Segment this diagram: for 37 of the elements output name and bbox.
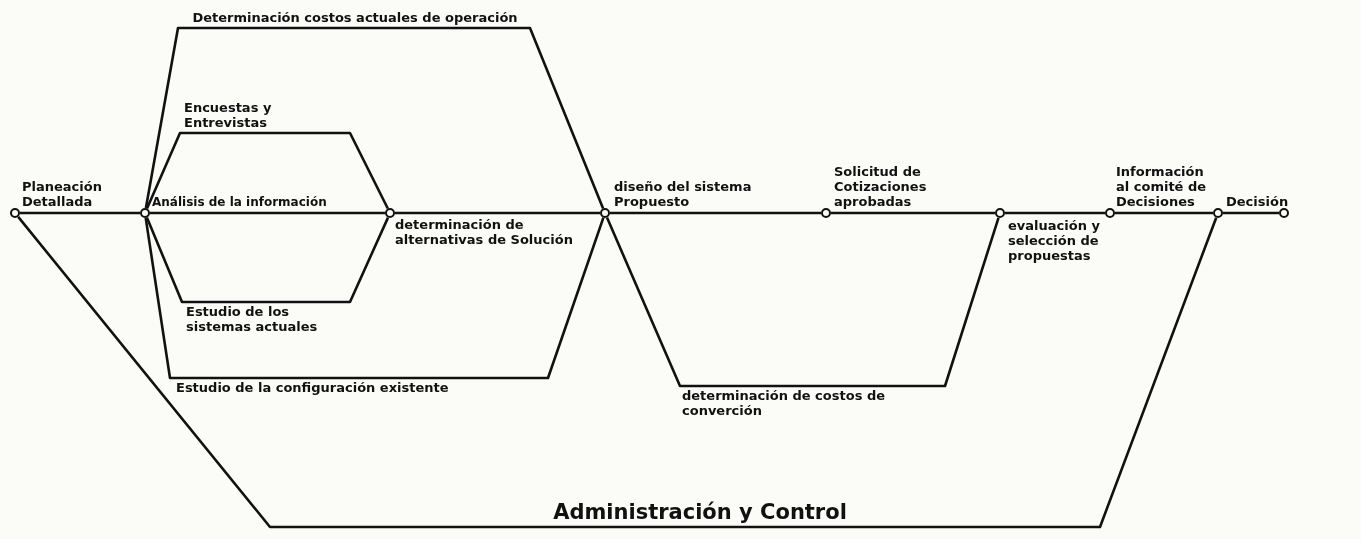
event-circle — [600, 208, 610, 218]
event-circle — [1279, 208, 1289, 218]
activity-line — [150, 211, 385, 215]
activity-line — [831, 211, 995, 215]
activity-label: Estudio de la configuración existente — [176, 381, 450, 396]
activity-label: Análisis de la información — [152, 196, 328, 210]
event-circle — [995, 208, 1005, 218]
activity-label: determinación de alternativas de Solución — [395, 218, 574, 248]
activity-label: diseño del sistema Propuesto — [614, 180, 753, 210]
activity-label: determinación de costos de converción — [682, 389, 887, 419]
activity-label: evaluación y selección de propuestas — [1008, 219, 1101, 264]
activity-label: Solicitud de Cotizaciones aprobadas — [834, 165, 928, 210]
event-circle — [1105, 208, 1115, 218]
activity-line — [395, 211, 600, 215]
activity-line — [1115, 211, 1213, 215]
event-circle — [1213, 208, 1223, 218]
activity-line — [144, 26, 605, 209]
activity-line — [1005, 211, 1105, 215]
event-circle — [385, 208, 395, 218]
activity-label: Determinación costos actuales de operación — [191, 11, 519, 26]
activity-line — [144, 217, 605, 380]
activity-line — [605, 217, 1000, 388]
activity-line — [1223, 211, 1279, 215]
activity-line — [610, 211, 821, 215]
activity-label: Información al comité de Decisiones — [1116, 165, 1208, 210]
event-circle — [10, 208, 20, 218]
activity-line — [145, 217, 390, 304]
activity-label: Encuestas y Entrevistas — [184, 101, 273, 131]
activity-label: Planeación Detallada — [22, 180, 103, 210]
activity-label: Decisión — [1226, 195, 1290, 210]
activity-line — [20, 211, 140, 215]
event-circle — [821, 208, 831, 218]
activity-label: Estudio de los sistemas actuales — [186, 305, 319, 335]
activity-label: Administración y Control — [552, 499, 848, 524]
event-circle — [140, 208, 150, 218]
activity-line — [145, 131, 389, 210]
activity-line — [17, 216, 1218, 529]
